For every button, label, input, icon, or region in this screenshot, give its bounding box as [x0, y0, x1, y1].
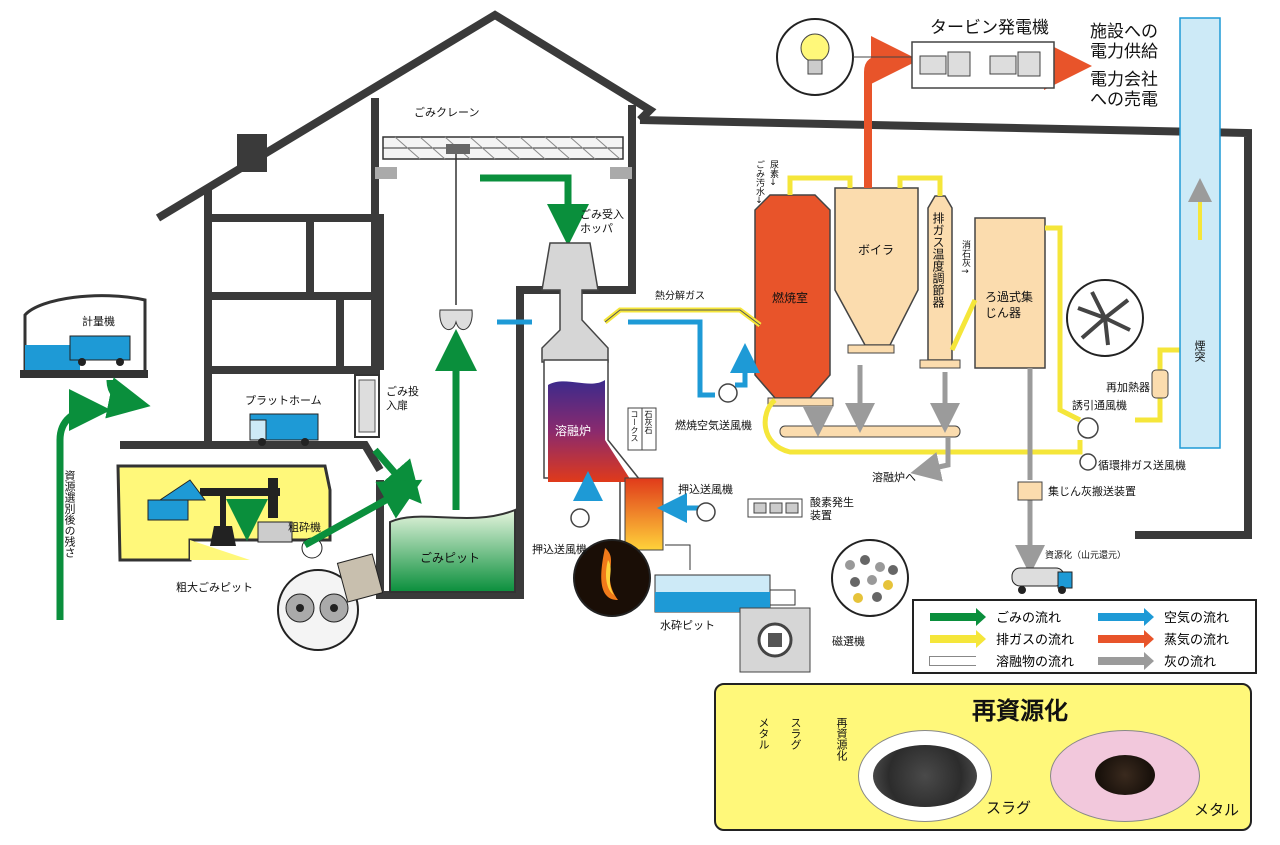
dust-transport-box [1017, 481, 1043, 501]
legend-arrow-icon [929, 651, 986, 670]
reheater [1151, 369, 1169, 399]
to-furnace-label: 溶融炉へ [872, 471, 916, 484]
residue-label: 資源選別後の残さ [63, 470, 76, 558]
recirc-fan-label: 循環排ガス送風機 [1098, 459, 1186, 472]
coke-label: コークス [630, 410, 639, 442]
legend: ごみの流れ 空気の流れ排ガスの流れ 蒸気の流れ溶融物の流れ 灰の流れ [912, 599, 1257, 674]
metal-label: メタル [1194, 801, 1240, 819]
slag-label: スラグ [986, 799, 1032, 817]
legend-label: 排ガスの流れ [996, 633, 1075, 648]
legend-label: 灰の流れ [1164, 655, 1217, 670]
recycle-vertical-label: 再資源化 [835, 717, 848, 761]
turbine-label: タービン発電機 [930, 18, 1049, 38]
metal-silo-label: メタル [757, 717, 770, 750]
legend-label: ごみの流れ [996, 611, 1062, 626]
turbine-generator [911, 41, 1055, 89]
chimney-vent [237, 134, 267, 172]
fans [570, 383, 1099, 528]
chimney-label: 煙突 [1193, 340, 1206, 362]
legend-label: 溶融物の流れ [996, 655, 1075, 670]
air-flow-arrows [497, 319, 760, 523]
legend-arrow-icon [930, 607, 986, 626]
water-pit-label: 水砕ピット [660, 619, 715, 632]
legend-item: 灰の流れ [1098, 651, 1216, 670]
dust-transport-label: 集じん灰搬送装置 [1048, 485, 1136, 498]
ash-flow-arrows [803, 365, 1045, 575]
recycling-panel: 再資源化 スラグ メタル 再資源化 メタル スラグ [714, 683, 1252, 831]
legend-label: 蒸気の流れ [1164, 633, 1230, 648]
push-fan-label-1: 押込送風機 [678, 483, 733, 496]
legend-item: 蒸気の流れ [1098, 629, 1229, 648]
garbage-pit-label: ごみピット [420, 551, 481, 565]
legend-arrow-icon [1098, 629, 1154, 648]
induced-fan-label: 誘引通風機 [1072, 399, 1127, 412]
platform-truck [249, 413, 319, 446]
boiler-label: ボイラ [858, 243, 895, 257]
scale-house [20, 294, 148, 378]
platform-label: プラットホーム [245, 394, 322, 407]
combustion-air-fan-label: 燃焼空気送風機 [675, 419, 752, 432]
supply-label: 施設への電力供給 [1090, 22, 1158, 63]
melting-furnace [541, 242, 664, 551]
boiler [834, 187, 919, 354]
tank-truck [1011, 567, 1073, 594]
recycling-title: 再資源化 [972, 697, 1068, 725]
legend-arrow-icon [1098, 607, 1154, 626]
garbage-flow-arrows [56, 174, 589, 620]
oxygen-generator [747, 498, 803, 518]
garbage-door-label: ごみ投入扉 [386, 385, 419, 413]
gas-temperature-regulator [919, 195, 961, 369]
furnace-label: 溶融炉 [555, 424, 592, 438]
exhaust-flow-outlines [604, 309, 761, 326]
flame-view [573, 539, 651, 617]
combustion-chamber [754, 194, 834, 407]
sell-label: 電力会社への売電 [1090, 70, 1158, 111]
legend-label: 空気の流れ [1164, 611, 1230, 626]
gas-temp-label: 排ガス温度調節器 [931, 212, 945, 308]
chimney [1179, 17, 1221, 449]
water-pit [654, 542, 771, 613]
scale-label: 計量機 [82, 315, 115, 328]
pyrolysis-gas-label: 熱分解ガス [655, 291, 705, 302]
crane [375, 136, 632, 331]
magnetic-sep-label: 磁選機 [832, 635, 865, 648]
urea-label: 尿素↓ [768, 160, 778, 188]
bag-filter-label: ろ過式集じん器 [985, 290, 1034, 320]
limestone-label: 石灰石 [644, 410, 653, 434]
bag-filter [974, 217, 1046, 369]
ash-conveyor [779, 425, 961, 438]
legend-item: ごみの流れ [930, 607, 1061, 626]
hopper-label: ごみ受入ホッパ [580, 208, 624, 236]
slaked-lime-label: 消石灰→ [960, 240, 970, 277]
bulky-pit-label: 粗大ごみピット [176, 581, 253, 594]
push-fan-label-2: 押込送風機 [532, 543, 587, 556]
bulky-pit-area [116, 464, 332, 562]
building-outline [120, 10, 1252, 599]
waste-water-label: ごみ汚水↓ [754, 160, 764, 206]
crusher-detail [277, 537, 384, 651]
legend-item: 空気の流れ [1098, 607, 1229, 626]
legend-item: 排ガスの流れ [930, 629, 1074, 648]
oxygen-gen-label: 酸素発生装置 [810, 496, 854, 523]
reheater-label: 再加熱器 [1106, 381, 1150, 394]
slag-image [858, 730, 992, 822]
recycle-note-label: 資源化（山元還元） [1045, 551, 1127, 561]
metal-image [1050, 730, 1200, 822]
crusher-label: 粗砕機 [288, 521, 321, 534]
steam-flow [864, 36, 1092, 188]
light-bulb [776, 18, 912, 96]
legend-arrow-icon [930, 629, 986, 648]
legend-arrow-icon [1098, 651, 1154, 670]
combustion-chamber-label: 燃焼室 [772, 291, 809, 305]
metal-slag-sample [831, 539, 909, 617]
crane-label: ごみクレーン [414, 106, 480, 119]
fan-detail [1066, 279, 1144, 357]
magnetic-separator [739, 589, 811, 673]
legend-item: 溶融物の流れ [929, 651, 1075, 670]
slag-silo-label: スラグ [789, 717, 802, 750]
